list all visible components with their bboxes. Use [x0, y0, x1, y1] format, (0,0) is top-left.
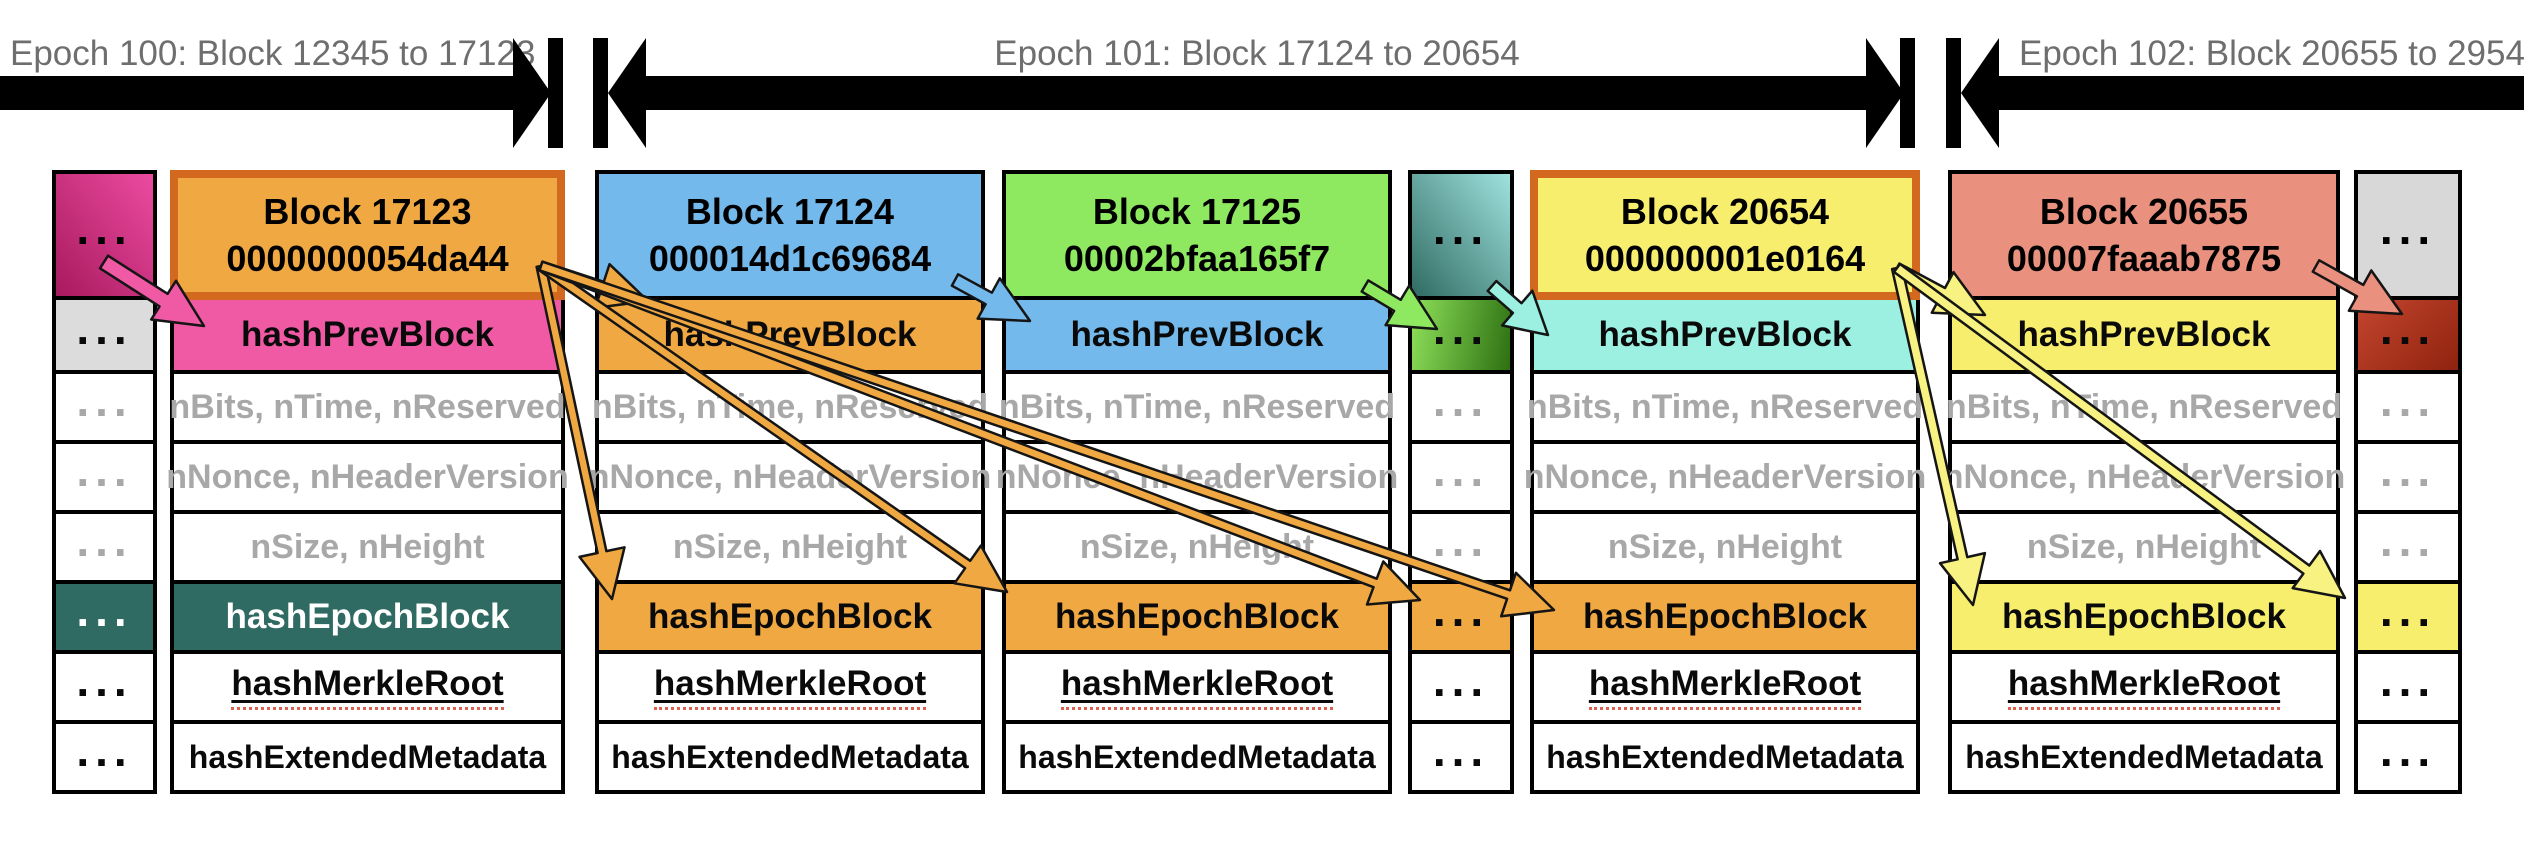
field-nsize: nSize, nHeight — [1534, 510, 1916, 580]
epoch-arrowhead-left-1 — [1961, 38, 1999, 148]
field-nsize: nSize, nHeight — [1952, 510, 2336, 580]
ellipsis-blocks-17126-to-20653: ... ... ... ... ... ... ... ... — [1408, 170, 1514, 794]
epoch-102-label: Epoch 102: Block 20655 to 29541 — [2019, 34, 2524, 73]
field-hash-prev-block: hashPrevBlock — [1534, 300, 1916, 370]
field-nnonce: ... — [1412, 440, 1510, 510]
ellipsis-block-header: ... — [52, 170, 157, 300]
epoch-timeline-bar-0 — [0, 76, 513, 110]
field-nbits: ... — [2358, 370, 2458, 440]
field-hash-epoch-block: hashEpochBlock — [1952, 580, 2336, 650]
field-nbits: nBits, nTime, nReserved — [1527, 370, 1923, 440]
field-nbits: nBits, nTime, nReserved — [999, 370, 1395, 440]
epoch-timeline-bar-2 — [1997, 76, 2524, 110]
block-hash: 00007faaab7875 — [2006, 238, 2282, 279]
block-title: Block 17124 — [685, 191, 895, 232]
block-hash: 00002bfaa165f7 — [1063, 238, 1331, 279]
epoch-100-label: Epoch 100: Block 12345 to 17123 — [10, 34, 536, 73]
field-hash-merkle-root: hashMerkleRoot — [599, 650, 981, 720]
field-nnonce: nNonce, nHeaderVersion — [1943, 440, 2345, 510]
epoch-boundary-stop-0 — [548, 38, 563, 148]
field-nsize: nSize, nHeight — [599, 510, 981, 580]
field-hash-merkle-root: hashMerkleRoot — [174, 650, 561, 720]
field-hash-extended-metadata: hashExtendedMetadata — [1534, 720, 1916, 790]
ellipsis-blocks-after-20655: ... ... ... ... ... ... ... ... — [2354, 170, 2462, 794]
field-nnonce: nNonce, nHeaderVersion — [166, 440, 569, 510]
field-nsize: ... — [2358, 510, 2458, 580]
field-hash-epoch-block: hashEpochBlock — [174, 580, 561, 650]
field-nnonce: ... — [2358, 440, 2458, 510]
block-header: Block 17125 00002bfaa165f7 — [1002, 170, 1392, 300]
field-hash-epoch-block: hashEpochBlock — [1006, 580, 1388, 650]
field-nnonce: ... — [56, 440, 153, 510]
field-nbits: nBits, nTime, nReserved — [1946, 370, 2342, 440]
epoch-boundary-stop-2 — [1900, 38, 1915, 148]
block-hash: 000014d1c69684 — [648, 238, 932, 279]
block-17123: Block 17123 0000000054da44 hashPrevBlock… — [166, 170, 569, 794]
field-hash-epoch-block: ... — [56, 580, 153, 650]
field-hash-epoch-block: hashEpochBlock — [1534, 580, 1916, 650]
field-hash-epoch-block: ... — [1412, 580, 1510, 650]
field-nbits: ... — [56, 370, 153, 440]
epoch-boundary-stop-1 — [593, 38, 608, 148]
field-hash-merkle-root: ... — [2358, 650, 2458, 720]
block-header: Block 20654 000000001e0164 — [1530, 170, 1920, 300]
field-nsize: nSize, nHeight — [174, 510, 561, 580]
field-hash-extended-metadata: ... — [1412, 720, 1510, 790]
field-hash-epoch-block: ... — [2358, 580, 2458, 650]
field-hash-extended-metadata: ... — [56, 720, 153, 790]
field-hash-prev-block: hashPrevBlock — [1006, 300, 1388, 370]
field-hash-prev-block: hashPrevBlock — [1952, 300, 2336, 370]
epoch-timeline-bar-1 — [644, 76, 1868, 110]
field-hash-merkle-root: ... — [1412, 650, 1510, 720]
field-nnonce: nNonce, nHeaderVersion — [1524, 440, 1926, 510]
field-hash-prev-block: ... — [56, 300, 153, 370]
field-hash-prev-block: ... — [1412, 300, 1510, 370]
epoch-boundary-stop-3 — [1946, 38, 1961, 148]
field-nsize: nSize, nHeight — [1006, 510, 1388, 580]
block-title: Block 17123 — [263, 191, 472, 232]
ellipsis-block-header: ... — [1408, 170, 1514, 300]
epoch-arrowhead-left-0 — [608, 38, 646, 148]
field-hash-epoch-block: hashEpochBlock — [599, 580, 981, 650]
field-hash-merkle-root: ... — [56, 650, 153, 720]
field-nnonce: nNonce, nHeaderVersion — [996, 440, 1398, 510]
block-hash: 000000001e0164 — [1584, 238, 1866, 279]
block-header: Block 20655 00007faaab7875 — [1948, 170, 2340, 300]
block-header: Block 17123 0000000054da44 — [170, 170, 565, 300]
field-hash-merkle-root: hashMerkleRoot — [1534, 650, 1916, 720]
ellipsis-block-before-17123: ... ... ... ... ... ... ... ... — [52, 170, 157, 794]
epoch-arrowhead-right-1 — [1866, 38, 1904, 148]
field-nnonce: nNonce, nHeaderVersion — [589, 440, 991, 510]
block-20655: Block 20655 00007faaab7875 hashPrevBlock… — [1943, 170, 2345, 794]
field-hash-prev-block: ... — [2358, 300, 2458, 370]
block-17124: Block 17124 000014d1c69684 hashPrevBlock… — [589, 170, 991, 794]
field-hash-extended-metadata: hashExtendedMetadata — [1006, 720, 1388, 790]
field-nsize: ... — [56, 510, 153, 580]
field-hash-prev-block: hashPrevBlock — [174, 300, 561, 370]
block-20654: Block 20654 000000001e0164 hashPrevBlock… — [1524, 170, 1926, 794]
field-hash-extended-metadata: hashExtendedMetadata — [1952, 720, 2336, 790]
field-hash-merkle-root: hashMerkleRoot — [1006, 650, 1388, 720]
field-hash-extended-metadata: ... — [2358, 720, 2458, 790]
field-hash-prev-block: hashPrevBlock — [599, 300, 981, 370]
block-17125: Block 17125 00002bfaa165f7 hashPrevBlock… — [996, 170, 1398, 794]
field-nbits: ... — [1412, 370, 1510, 440]
field-hash-extended-metadata: hashExtendedMetadata — [174, 720, 561, 790]
field-hash-merkle-root: hashMerkleRoot — [1952, 650, 2336, 720]
epoch-101-label: Epoch 101: Block 17124 to 20654 — [994, 34, 1520, 73]
ellipsis-block-header: ... — [2354, 170, 2462, 300]
field-nbits: nBits, nTime, nReserved — [592, 370, 988, 440]
block-hash: 0000000054da44 — [226, 238, 509, 279]
block-title: Block 17125 — [1092, 191, 1302, 232]
field-hash-extended-metadata: hashExtendedMetadata — [599, 720, 981, 790]
block-title: Block 20654 — [1620, 191, 1830, 232]
field-nsize: ... — [1412, 510, 1510, 580]
block-header: Block 17124 000014d1c69684 — [595, 170, 985, 300]
field-nbits: nBits, nTime, nReserved — [169, 370, 566, 440]
block-title: Block 20655 — [2039, 191, 2249, 232]
